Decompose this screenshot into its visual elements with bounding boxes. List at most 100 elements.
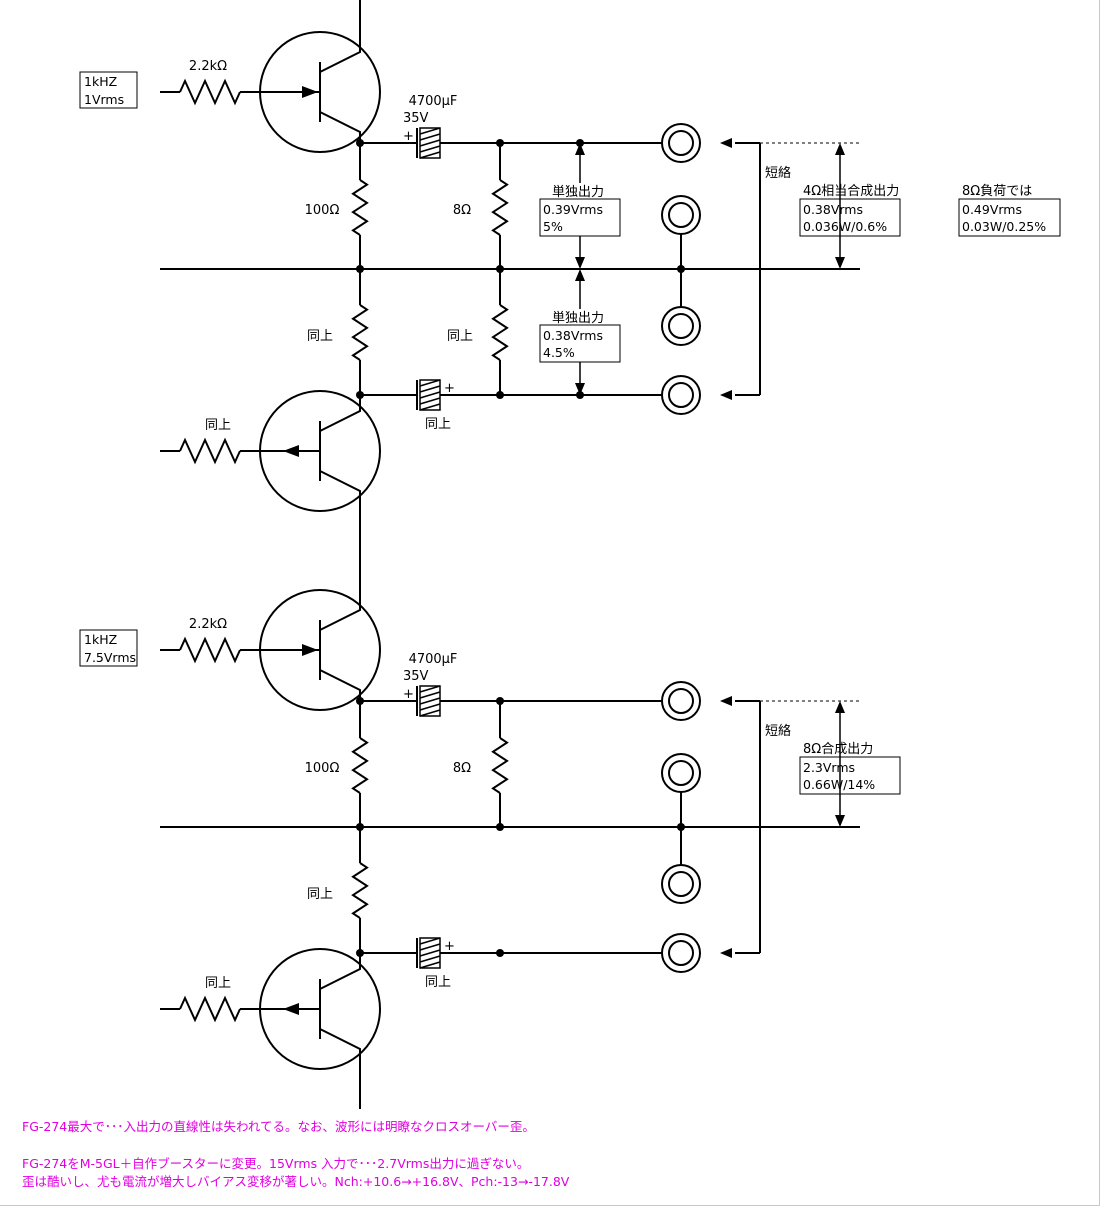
combined-output-voltage: 0.38Vrms bbox=[803, 202, 863, 217]
measure-arrow-head bbox=[835, 701, 845, 713]
measure-arrow-head bbox=[575, 383, 585, 395]
measure-arrow-head bbox=[835, 257, 845, 269]
load-resistor-label: 8Ω bbox=[453, 761, 471, 776]
lower-capacitor-label: 同上 bbox=[425, 417, 451, 432]
input-resistor-label: 2.2kΩ bbox=[189, 59, 227, 74]
capacitor-plus-sign: + bbox=[403, 129, 414, 144]
capacitor-hatch bbox=[419, 937, 441, 945]
single-output-thd-lower: 4.5% bbox=[543, 345, 575, 360]
transistor-emitter bbox=[319, 111, 361, 152]
output-jack-inner bbox=[668, 940, 694, 966]
combined-output-box bbox=[799, 198, 901, 237]
output-jack bbox=[661, 195, 701, 235]
note-line-2: FG-274をM-5GL＋自作ブースターに変更。15Vrms 入力で･･･2.7… bbox=[22, 1156, 529, 1171]
measure-arrow-head bbox=[835, 143, 845, 155]
capacitor-voltage: 35V bbox=[403, 111, 429, 126]
input-signal-box bbox=[79, 629, 138, 667]
capacitor-hatch bbox=[419, 385, 441, 393]
output-jack bbox=[661, 123, 701, 163]
measure-arrow-head bbox=[575, 143, 585, 155]
combined-output-title: 4Ω相当合成出力 bbox=[803, 184, 899, 199]
transistor-emitter bbox=[319, 949, 361, 990]
junction-dot bbox=[496, 823, 504, 831]
resistor-symbol bbox=[179, 636, 241, 664]
junction-dot bbox=[496, 139, 504, 147]
junction-dot bbox=[356, 391, 364, 399]
junction-dot bbox=[496, 265, 504, 273]
single-output-thd-upper: 5% bbox=[543, 219, 563, 234]
lower-capacitor-plus-sign: + bbox=[444, 939, 455, 954]
capacitor-hatch bbox=[419, 691, 441, 699]
capacitor-value: 4700μF bbox=[409, 94, 458, 109]
short-arrow-head bbox=[720, 138, 732, 148]
resistor-symbol bbox=[179, 995, 241, 1023]
single-output-title-lower: 単独出力 bbox=[552, 310, 604, 326]
label-bg bbox=[540, 309, 620, 325]
emitter-resistor-label: 100Ω bbox=[305, 761, 340, 776]
combined-output-title: 8Ω合成出力 bbox=[803, 742, 873, 757]
junction-dot bbox=[496, 697, 504, 705]
capacitor-voltage: 35V bbox=[403, 669, 429, 684]
resistor-symbol bbox=[491, 179, 509, 236]
capacitor-plus-sign: + bbox=[403, 687, 414, 702]
output-jack bbox=[661, 933, 701, 973]
input-signal-box bbox=[79, 71, 138, 109]
junction-dot bbox=[356, 823, 364, 831]
load-resistor-label: 8Ω bbox=[453, 203, 471, 218]
junction-dot bbox=[356, 949, 364, 957]
capacitor-hatch bbox=[419, 127, 441, 135]
output-jack bbox=[661, 753, 701, 793]
resistor-symbol bbox=[351, 737, 369, 794]
lower-emitter-resistor-label: 同上 bbox=[307, 329, 333, 344]
note-line-1: FG-274最大で･･･入出力の直線性は失われてる。なお、波形には明瞭なクロスオ… bbox=[22, 1119, 535, 1134]
capacitor-hatch bbox=[419, 943, 441, 951]
transistor-collector bbox=[319, 1028, 361, 1109]
capacitor-hatch bbox=[419, 133, 441, 141]
capacitor-hatch bbox=[419, 949, 441, 957]
junction-dot bbox=[677, 823, 685, 831]
lower-emitter-resistor-label: 同上 bbox=[307, 887, 333, 902]
lower-load-resistor-label: 同上 bbox=[447, 329, 473, 344]
input-level: 1Vrms bbox=[84, 92, 124, 107]
junction-dot bbox=[496, 949, 504, 957]
measure-arrow-head bbox=[835, 815, 845, 827]
combined-output-power: 0.66W/14% bbox=[803, 777, 875, 792]
load8-voltage: 0.49Vrms bbox=[962, 202, 1022, 217]
output-jack-inner bbox=[668, 760, 694, 786]
output-jack bbox=[661, 864, 701, 904]
input-level: 7.5Vrms bbox=[84, 650, 136, 665]
output-jack-inner bbox=[668, 688, 694, 714]
junction-dot bbox=[356, 139, 364, 147]
resistor-symbol bbox=[351, 862, 369, 919]
single-output-box-upper bbox=[539, 198, 621, 237]
lower-input-resistor-label: 同上 bbox=[205, 418, 231, 433]
transistor-arrow bbox=[302, 644, 318, 656]
resistor-symbol bbox=[179, 437, 241, 465]
capacitor-hatch bbox=[419, 139, 441, 147]
lower-capacitor-label: 同上 bbox=[425, 975, 451, 990]
output-jack bbox=[661, 375, 701, 415]
junction-dot bbox=[356, 697, 364, 705]
capacitor-hatch bbox=[419, 685, 441, 693]
capacitor-value: 4700μF bbox=[409, 652, 458, 667]
capacitor-hatch bbox=[419, 379, 441, 387]
junction-dot bbox=[677, 265, 685, 273]
junction-dot bbox=[576, 139, 584, 147]
combined-output-box bbox=[799, 756, 901, 795]
capacitor-hatch bbox=[419, 697, 441, 705]
single-output-title-upper: 単独出力 bbox=[552, 184, 604, 200]
transistor-collector bbox=[319, 550, 361, 631]
input-resistor-label: 2.2kΩ bbox=[189, 617, 227, 632]
single-output-voltage-upper: 0.39Vrms bbox=[543, 202, 603, 217]
output-jack bbox=[661, 306, 701, 346]
capacitor-hatch bbox=[419, 391, 441, 399]
transistor-collector bbox=[319, 0, 361, 73]
junction-dot bbox=[496, 391, 504, 399]
output-jack-inner bbox=[668, 202, 694, 228]
single-output-voltage-lower: 0.38Vrms bbox=[543, 328, 603, 343]
resistor-symbol bbox=[491, 304, 509, 361]
capacitor-hatch bbox=[419, 403, 441, 411]
output-jack-inner bbox=[668, 130, 694, 156]
capacitor-hatch bbox=[419, 961, 441, 969]
